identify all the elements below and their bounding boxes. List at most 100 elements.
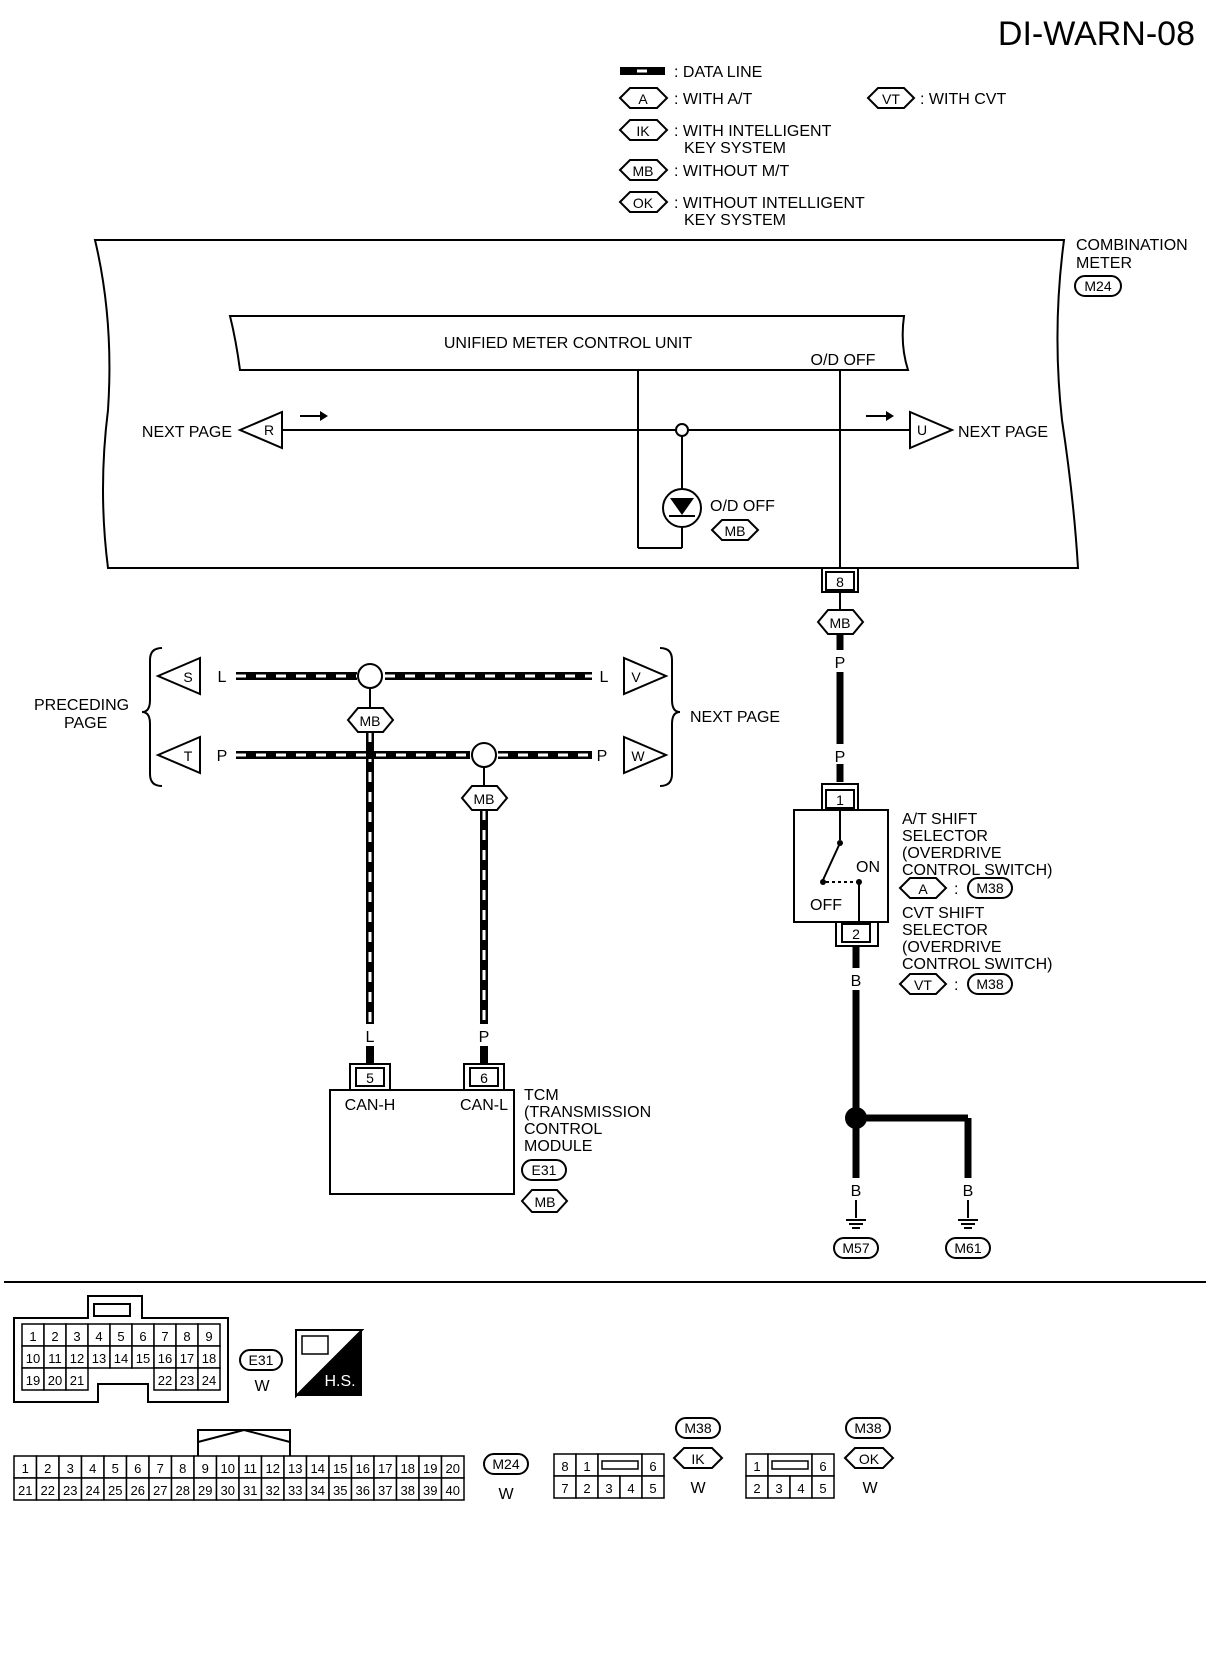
connector-pin: 5	[103, 1455, 128, 1479]
meter-internal-wiring	[282, 370, 910, 568]
connector-m38-ok-tag: OK	[843, 1447, 895, 1469]
tcm-code-text: E31	[532, 1162, 557, 1178]
connector-pin: 25	[103, 1477, 128, 1501]
legend-mb-hexagon: MB	[618, 159, 669, 181]
combination-meter	[93, 239, 1080, 569]
at-shift-selector-label: A/T SHIFT SELECTOR (OVERDRIVE CONTROL SW…	[902, 811, 1053, 879]
legend-ik-tag: IK	[636, 123, 650, 139]
connector-pin-number: 16	[158, 1351, 172, 1366]
cvt-tag-text: VT	[914, 977, 932, 993]
shift-selector-terminal-2-number: 2	[852, 926, 860, 942]
connector-pin-number: 5	[112, 1461, 119, 1476]
connector-pin-number: 6	[139, 1329, 146, 1344]
wire-selector-to-ground	[845, 946, 972, 1218]
connector-pin-number: 33	[288, 1483, 302, 1498]
legend-with-at-tag: A	[638, 91, 648, 107]
signal-direction-arrow-right	[866, 411, 894, 421]
connector-pin: 4	[789, 1475, 813, 1499]
connector-e31-color: W	[254, 1378, 270, 1395]
connector-m24-code-badge: M24	[483, 1453, 529, 1475]
at-shift-selector-line-3: (OVERDRIVE	[902, 845, 1002, 862]
od-off-terminal-label: O/D OFF	[811, 352, 876, 369]
connector-pin: 3	[597, 1475, 621, 1499]
connector-pin: 14	[305, 1455, 330, 1479]
connector-pin-number: 35	[333, 1483, 347, 1498]
ground-m61-code: M61	[954, 1240, 981, 1256]
connector-pin-number: 2	[44, 1461, 51, 1476]
connector-pin: 36	[350, 1477, 375, 1501]
next-page-arrow-u[interactable]: U	[909, 410, 955, 450]
connector-pin: 18	[197, 1345, 221, 1369]
can-h-wire-color-left: L	[218, 669, 227, 686]
meter-terminal-8-number: 8	[836, 574, 844, 590]
connector-m38-ik-code: M38	[684, 1420, 711, 1436]
tcm-terminal-5-number: 5	[366, 1070, 374, 1086]
connector-pin-number: 18	[401, 1461, 415, 1476]
switch-on-label: ON	[856, 859, 880, 876]
tcm-label-1: TCM	[524, 1087, 559, 1104]
connector-e31-code: E31	[249, 1352, 274, 1368]
legend-ok-label-1: : WITHOUT INTELLIGENT	[674, 195, 865, 212]
connector-pin-number: 7	[161, 1329, 168, 1344]
meter-terminal-tag: MB	[816, 609, 865, 635]
connector-pin: 40	[440, 1477, 465, 1501]
connector-pin: 3	[58, 1455, 83, 1479]
connector-pin: 22	[153, 1367, 177, 1391]
preceding-page-arrow-s[interactable]: S	[155, 656, 201, 696]
connector-pin: 20	[43, 1367, 67, 1391]
connector-pin: 12	[65, 1345, 89, 1369]
connector-pin: 22	[35, 1477, 60, 1501]
legend-ik-label-1: : WITH INTELLIGENT	[674, 123, 832, 140]
connector-pin-number: 1	[583, 1459, 590, 1474]
tcm-tag-text: MB	[535, 1194, 556, 1210]
connector-pin: 5	[641, 1475, 665, 1499]
at-shift-selector-line-4: CONTROL SWITCH)	[902, 862, 1053, 879]
connector-pin: 28	[170, 1477, 195, 1501]
connector-pin-number: 6	[819, 1459, 826, 1474]
next-page-arrow-w[interactable]: W	[623, 735, 669, 775]
connector-pin: 11	[238, 1455, 263, 1479]
at-shift-selector-line-2: SELECTOR	[902, 828, 988, 845]
cvt-code-text: M38	[976, 976, 1003, 992]
connector-pin-number: 12	[70, 1351, 84, 1366]
connector-pin: 19	[418, 1455, 443, 1479]
connector-pin-number: 7	[561, 1481, 568, 1496]
tcm-label-4: MODULE	[524, 1138, 592, 1155]
cvt-shift-selector-tag: VT	[898, 973, 948, 995]
connector-pin-number: 6	[134, 1461, 141, 1476]
connector-pin: 21	[65, 1367, 89, 1391]
connector-pin: 8	[170, 1455, 195, 1479]
connector-pin: 7	[148, 1455, 173, 1479]
connector-e31-code-badge: E31	[239, 1349, 283, 1371]
legend-mb-label: : WITHOUT M/T	[674, 163, 789, 180]
connector-pin-number: 19	[26, 1373, 40, 1388]
can-l-tag: MB	[460, 785, 509, 811]
combination-meter-code: M24	[1084, 278, 1111, 294]
preceding-page-arrow-t[interactable]: T	[155, 735, 201, 775]
cvt-colon: :	[954, 977, 958, 994]
ground-symbol-m57: M57	[833, 1219, 879, 1259]
od-off-indicator-lamp	[662, 488, 702, 528]
can-h-tag-text: MB	[360, 713, 381, 729]
next-page-arrow-v[interactable]: V	[623, 656, 669, 696]
connector-pin: 7	[553, 1475, 577, 1499]
connector-m38-ik-tag: IK	[672, 1447, 724, 1469]
next-page-arrow-r[interactable]: R	[237, 410, 283, 450]
connector-pin: 23	[58, 1477, 83, 1501]
connector-pin: 33	[283, 1477, 308, 1501]
connector-pin-number: 4	[89, 1461, 96, 1476]
connector-pin-number: 7	[157, 1461, 164, 1476]
connector-pin: 6	[125, 1455, 150, 1479]
connector-spacer	[597, 1453, 643, 1477]
connector-pin: 12	[260, 1455, 285, 1479]
connector-pin: 2	[43, 1323, 67, 1347]
connector-pin-number: 15	[333, 1461, 347, 1476]
connector-pin: 5	[109, 1323, 133, 1347]
connector-m24-code: M24	[492, 1456, 519, 1472]
connector-pin: 1	[745, 1453, 769, 1477]
legend-ok-label-2: KEY SYSTEM	[684, 212, 786, 229]
legend-with-at-label: : WITH A/T	[674, 91, 752, 108]
connector-pin-number: 19	[423, 1461, 437, 1476]
connector-pin-number: 2	[51, 1329, 58, 1344]
